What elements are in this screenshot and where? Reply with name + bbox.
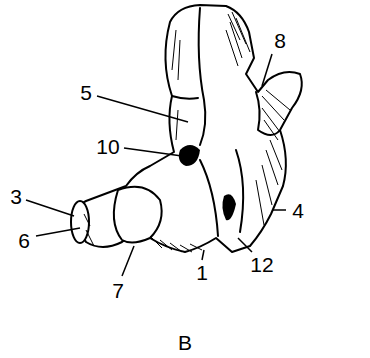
callout-number: 4 [292,200,304,221]
callout-number: 8 [274,30,286,51]
condyle [114,187,162,243]
callout-number: 1 [196,262,208,283]
fossa [222,194,236,220]
leader-line [238,238,252,252]
panel-letter: B [178,332,192,353]
leader-line [202,250,204,260]
leader-line [26,200,74,216]
hatching [172,30,180,140]
ridge [236,150,243,232]
ridge [199,8,206,145]
leader-line [97,96,188,122]
leader-line [124,148,182,156]
ridge [172,96,198,99]
callout-number: 7 [112,280,124,301]
hatching [226,12,250,66]
callout-number: 3 [10,186,22,207]
leader-line [122,246,134,276]
callout-number: 6 [18,230,30,251]
bone-outline [75,5,302,252]
ridge [200,160,218,236]
callout-number: 12 [250,254,273,275]
hatching [256,90,290,225]
leader-line [272,209,286,211]
articular-head [71,201,89,243]
leader-line [36,228,80,236]
callout-number: 10 [96,136,119,157]
hatching [84,214,202,252]
callout-number: 5 [80,82,92,103]
leader-line [262,54,272,86]
